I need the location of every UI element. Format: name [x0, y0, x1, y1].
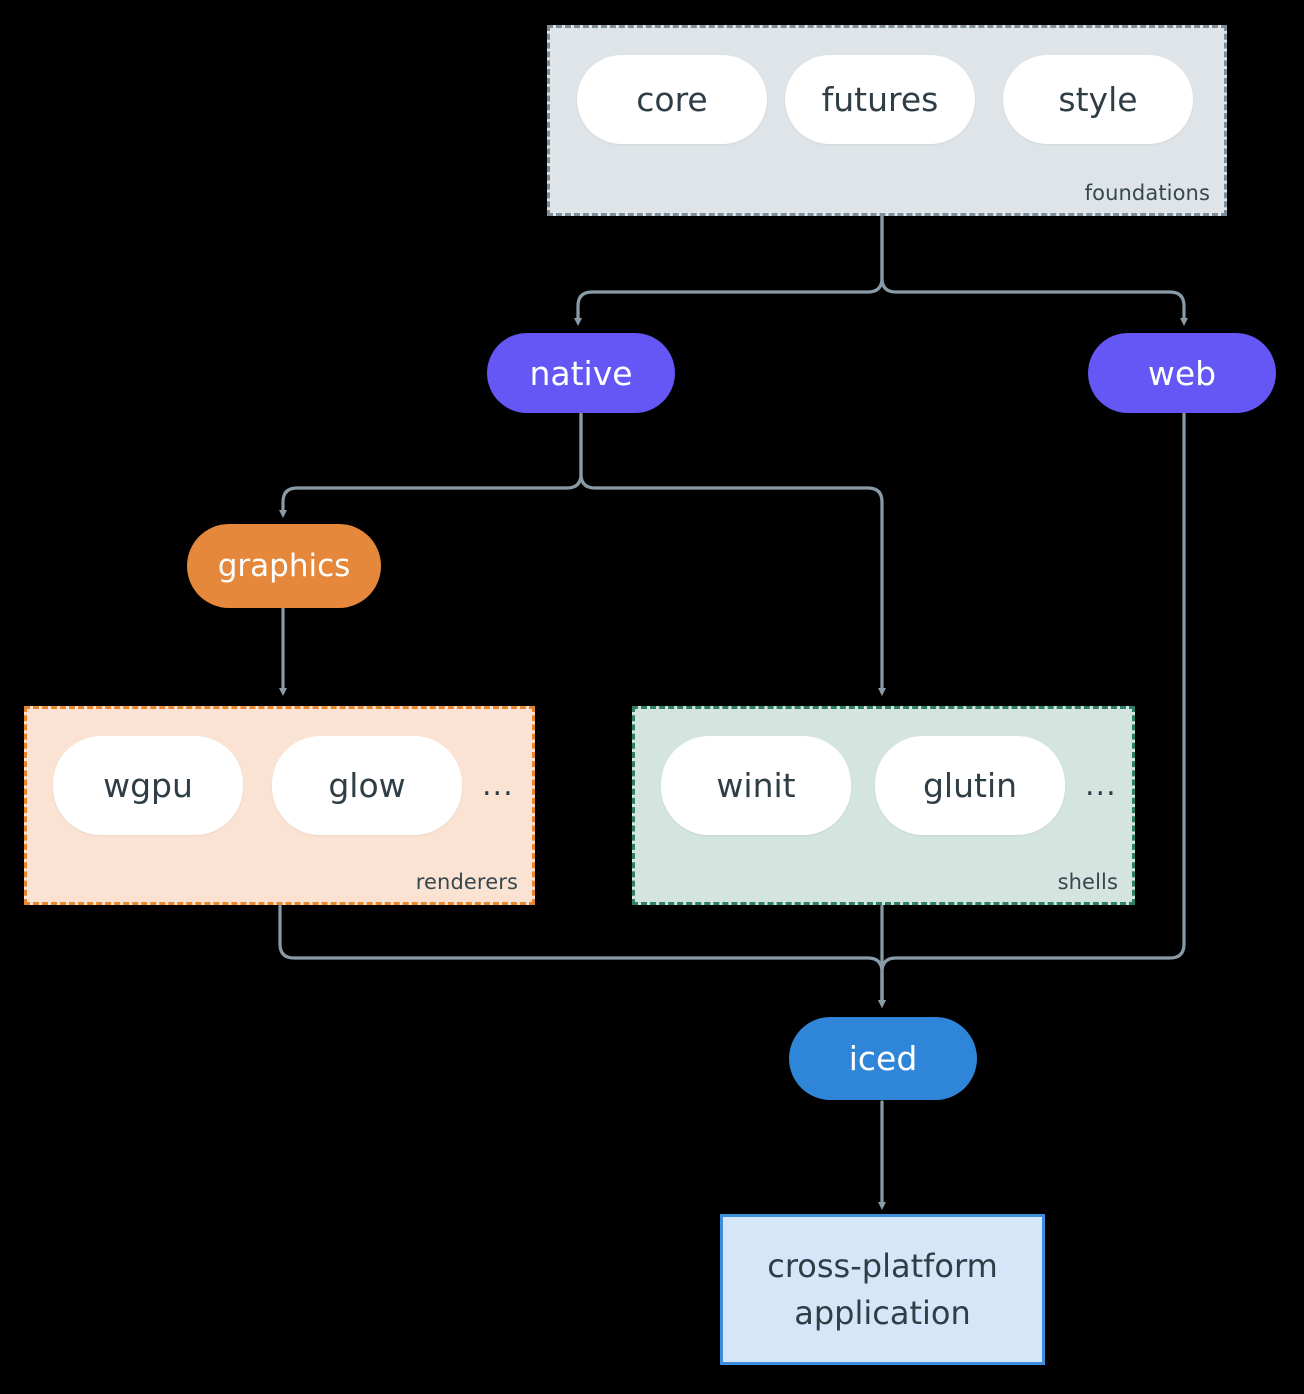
group-shells: winit glutin ... shells	[632, 706, 1135, 905]
group-renderers-label: renderers	[415, 870, 518, 894]
pill-core[interactable]: core	[577, 55, 767, 144]
node-graphics[interactable]: graphics	[187, 524, 381, 608]
node-native[interactable]: native	[487, 333, 675, 413]
pill-style[interactable]: style	[1003, 55, 1193, 144]
pill-glow[interactable]: glow	[272, 736, 462, 835]
group-foundations-label: foundations	[1084, 181, 1210, 205]
node-native-label: native	[529, 353, 633, 393]
node-iced-label: iced	[848, 1039, 918, 1078]
edge-foundations-split	[574, 214, 884, 326]
node-web-label: web	[1147, 353, 1217, 393]
pill-wgpu-label: wgpu	[103, 766, 193, 805]
edge-native-shells	[579, 412, 886, 696]
pill-futures-label: futures	[821, 80, 939, 119]
group-foundations: core futures style foundations	[547, 25, 1227, 216]
group-renderers: wgpu glow ... renderers	[24, 706, 535, 905]
pill-style-label: style	[1058, 80, 1138, 119]
node-web[interactable]: web	[1088, 333, 1276, 413]
group-shells-label: shells	[1057, 870, 1118, 894]
pill-futures[interactable]: futures	[785, 55, 975, 144]
edge-renderers-iced	[278, 904, 886, 1008]
node-cross-platform-application[interactable]: cross-platform application	[720, 1214, 1045, 1365]
pill-glow-label: glow	[328, 766, 406, 805]
pill-core-label: core	[636, 80, 708, 119]
pill-glutin-label: glutin	[922, 766, 1018, 805]
pill-wgpu[interactable]: wgpu	[53, 736, 243, 835]
node-graphics-label: graphics	[217, 548, 351, 584]
pill-glutin[interactable]: glutin	[875, 736, 1065, 835]
pill-winit[interactable]: winit	[661, 736, 851, 835]
application-line-1: cross-platform	[767, 1247, 998, 1286]
renderers-more-ellipsis: ...	[482, 768, 514, 803]
edge-native-graphics	[279, 412, 583, 518]
edge-web-iced	[878, 412, 1186, 1008]
edge-foundations-web	[880, 214, 1188, 326]
node-iced[interactable]: iced	[789, 1017, 977, 1100]
pill-winit-label: winit	[716, 766, 796, 805]
application-line-2: application	[794, 1293, 971, 1332]
shells-more-ellipsis: ...	[1085, 768, 1117, 803]
